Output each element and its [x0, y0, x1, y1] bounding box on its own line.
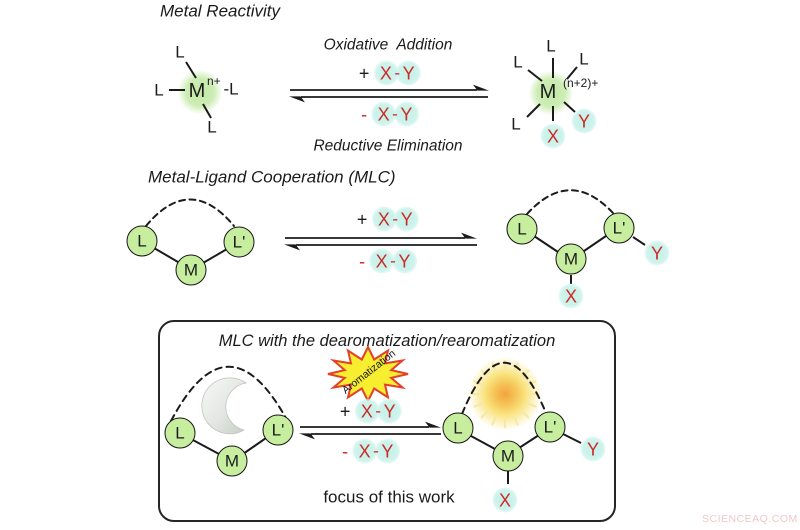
xy-bond-dash: - — [373, 441, 379, 461]
y-group: Y — [377, 398, 403, 424]
ligand-node-L: L — [164, 417, 196, 449]
reactant-complex-bonds — [169, 61, 212, 119]
x-substituent: X — [558, 283, 584, 309]
focus-of-this-work-label: focus of this work — [323, 487, 455, 507]
ligand-node-L: L — [442, 412, 474, 444]
metal-node-M: M — [555, 243, 587, 275]
metal-node-M: M — [175, 254, 207, 286]
ligand-label-bottom: L — [207, 117, 217, 137]
metal-label-product: M — [539, 81, 557, 103]
metal-node-M: M — [492, 440, 524, 472]
watermark: SCIENCEAQ.COM — [702, 513, 798, 525]
x-group: X — [354, 398, 380, 424]
y-group: Y — [374, 438, 400, 464]
ligand-label-upper-right: L — [579, 49, 589, 69]
x-group: X — [371, 101, 397, 127]
y-group: Y — [394, 206, 420, 232]
plus-sign: + — [358, 63, 370, 83]
minus-sign: - — [361, 104, 368, 124]
forward-reagent-3: + X - Y — [339, 398, 403, 424]
hemilabile-arc-sun — [461, 361, 547, 415]
y-substituent: Y — [571, 108, 597, 134]
xy-bond-dash: - — [375, 401, 382, 421]
product-complex-bonds — [526, 58, 578, 121]
xy-bond-dash: - — [392, 209, 399, 229]
ligand-node-L-prime: L' — [262, 414, 294, 446]
xy-bond-dash: - — [394, 63, 401, 83]
ligand-node-L: L — [506, 213, 538, 245]
product-charge-superscript: (n+2)+ — [563, 76, 599, 90]
forward-reagent-1: + X - Y — [358, 60, 422, 86]
plus-sign: + — [339, 401, 351, 421]
y-group: Y — [393, 101, 419, 127]
x-substituent: X — [492, 487, 518, 513]
x-group: X — [369, 248, 395, 274]
equilibrium-arrow-1 — [289, 84, 489, 103]
ligand-label-upper-left: L — [513, 52, 523, 72]
section3-title: MLC with the dearomatization/rearomatiza… — [218, 331, 556, 350]
mlc-bonds — [153, 235, 646, 284]
reverse-reagent-2: - X - Y — [359, 248, 417, 274]
ligand-label-left: L — [154, 80, 164, 100]
x-group: X — [352, 438, 378, 464]
y-group: Y — [391, 248, 417, 274]
metal-node-M: M — [216, 445, 248, 477]
ligand-node-L-prime: L' — [534, 411, 566, 443]
y-substituent: Y — [644, 240, 670, 266]
forward-reagent-2: + X - Y — [356, 206, 420, 232]
reductive-elimination-label: Reductive Elimination — [313, 137, 463, 155]
xy-bond-dash: - — [392, 104, 398, 124]
equilibrium-arrow-3 — [299, 421, 441, 440]
minus-sign: - — [359, 251, 366, 271]
reactant-charge-superscript: n+ — [207, 74, 221, 88]
metal-label-reactant: M — [188, 80, 206, 102]
y-group: Y — [396, 60, 422, 86]
x-group: X — [371, 206, 397, 232]
moon-icon — [201, 377, 248, 435]
ligand-node-L-prime: L' — [603, 212, 635, 244]
ligand-label-top: L — [546, 36, 556, 56]
equilibrium-arrow-2 — [284, 232, 477, 251]
ligand-node-L: L — [126, 225, 158, 257]
metal-glow-reactant — [178, 70, 222, 114]
hemilabile-arc-left — [145, 198, 235, 227]
minus-sign: - — [342, 441, 349, 461]
ligand-node-L-prime: L' — [223, 226, 255, 258]
x-substituent: X — [540, 123, 566, 149]
section2-title: Metal-Ligand Cooperation (MLC) — [148, 167, 396, 187]
boxed-scheme-bonds — [190, 433, 582, 484]
ligand-label-right: -L — [223, 79, 239, 99]
aromatization-burst-icon — [327, 344, 409, 404]
ligand-label-top: L — [175, 42, 185, 62]
oxidative-addition-label: Oxidative Addition — [323, 36, 453, 54]
hemilabile-arc-right — [526, 189, 614, 215]
reverse-reagent-1: - X - Y — [361, 101, 419, 127]
x-group: X — [373, 60, 399, 86]
reverse-reagent-3: - X - Y — [342, 438, 400, 464]
xy-bond-dash: - — [390, 251, 396, 271]
plus-sign: + — [356, 209, 368, 229]
focus-box — [158, 320, 616, 522]
section1-title: Metal Reactivity — [160, 1, 280, 21]
ligand-label-lower-left: L — [511, 114, 521, 134]
hemilabile-arc-moon — [170, 365, 288, 422]
y-substituent: Y — [580, 436, 606, 462]
